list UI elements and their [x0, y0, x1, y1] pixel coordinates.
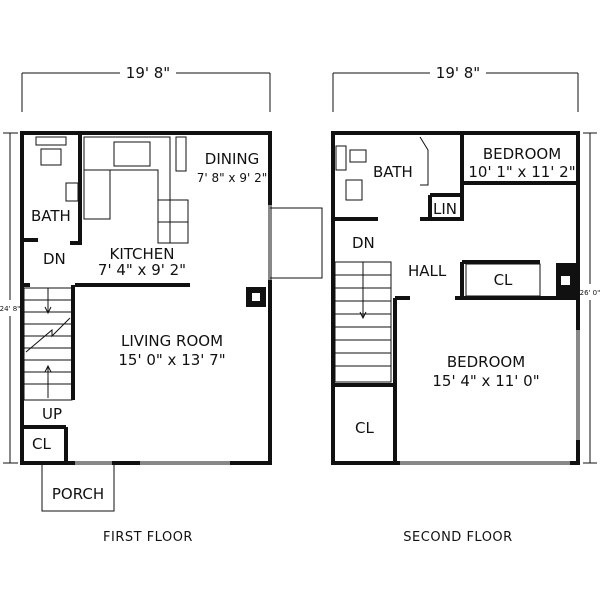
kitchen-size: 7' 4" x 9' 2" [98, 261, 186, 279]
living-room-label: LIVING ROOM [121, 332, 223, 350]
first-floor-bath-fixtures [35, 136, 79, 202]
bedroom-2-label: BEDROOM [447, 353, 525, 371]
second-floor-plan: 19' 8" 26' 0" [331, 63, 600, 545]
second-floor-bath-label: BATH [373, 163, 413, 181]
bedroom-1-size: 10' 1" x 11' 2" [468, 163, 575, 181]
first-floor-height-label: 24' 8" [0, 305, 20, 313]
second-floor-interior-walls [331, 133, 578, 463]
first-floor-width-label: 19' 8" [126, 64, 170, 82]
bedroom-2-size: 15' 4" x 11' 0" [432, 372, 539, 390]
first-floor-stairs-up-label: UP [42, 405, 62, 423]
dining-label: DINING [205, 150, 259, 168]
dining-size: 7' 8" x 9' 2" [197, 171, 268, 185]
bedroom-1-label: BEDROOM [483, 145, 561, 163]
living-room-size: 15' 0" x 13' 7" [118, 351, 225, 369]
first-floor-bath-label: BATH [31, 207, 71, 225]
second-floor-height-label: 26' 0" [580, 289, 600, 297]
first-floor-height-dimension [3, 132, 18, 464]
second-floor-width-label: 19' 8" [436, 64, 480, 82]
hall-closet-outline [465, 263, 541, 297]
linen-closet-label: LIN [433, 200, 457, 218]
first-floor-title: FIRST FLOOR [103, 530, 193, 545]
second-floor-closet-label: CL [355, 419, 374, 437]
first-floor-interior-walls [22, 133, 190, 463]
second-floor-chimney [556, 263, 576, 297]
kitchen-label: KITCHEN [110, 245, 175, 263]
first-floor-stairs-down-label: DN [43, 250, 66, 268]
porch-outline [41, 462, 115, 512]
first-floor-plan: 19' 8" 24' 8" [0, 63, 323, 545]
hall-closet-label: CL [494, 271, 513, 289]
hall-label: HALL [408, 262, 447, 280]
first-floor-stairs [23, 287, 73, 401]
first-floor-fireplace [246, 287, 266, 307]
second-floor-stairs [334, 261, 392, 383]
first-floor-deck [269, 207, 323, 279]
second-floor-title: SECOND FLOOR [403, 530, 512, 545]
second-floor-bath-fixtures [335, 136, 429, 201]
porch-label: PORCH [52, 485, 104, 503]
second-floor-stairs-down-label: DN [352, 234, 375, 252]
first-floor-kitchen-counters [83, 136, 189, 244]
first-floor-closet-label: CL [32, 435, 51, 453]
